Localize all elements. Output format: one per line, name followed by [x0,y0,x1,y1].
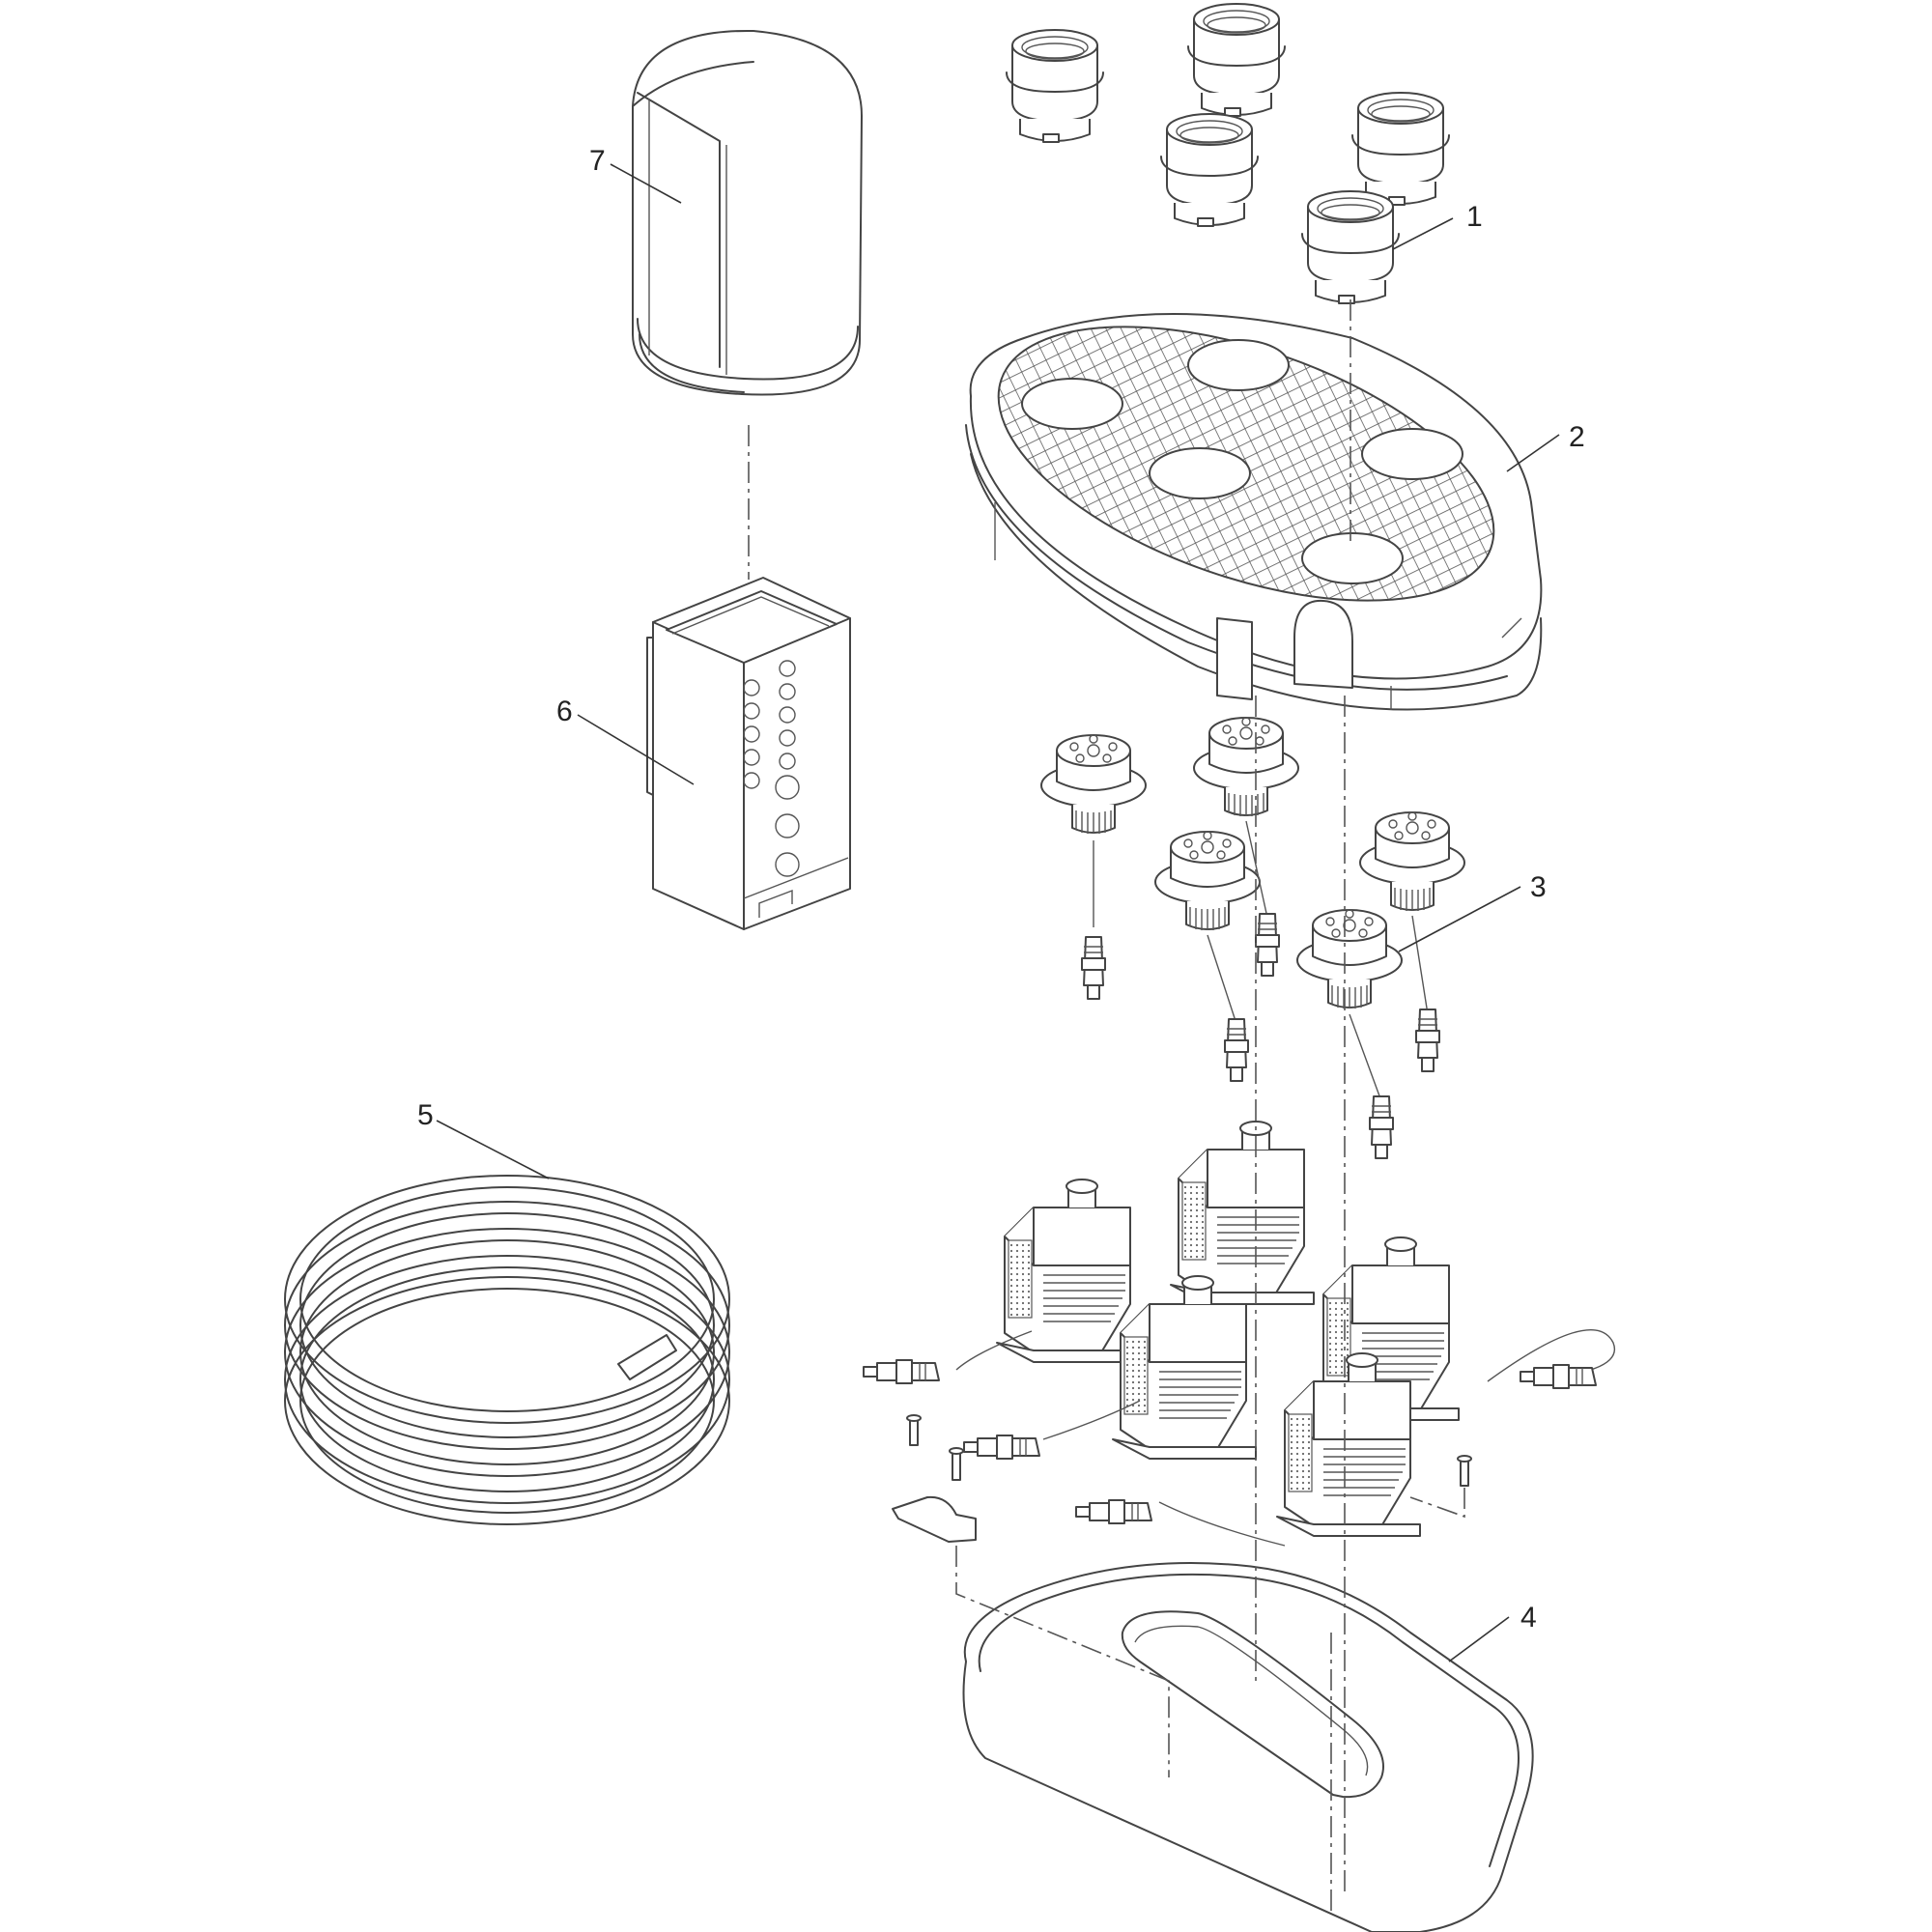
led-light [1040,734,1147,835]
assembly-axis-lines [748,299,1465,1913]
pump-group [863,1121,1615,1547]
terminal-block-left [743,679,760,789]
light-connector-plug [1369,1095,1394,1159]
junction-box [646,577,851,930]
callout-label-3: 3 [1530,871,1547,903]
mounting-hardware [892,1414,1472,1543]
terminal-block-right [779,660,796,770]
pump-power-plug [963,1435,1040,1460]
pump-power-plug [863,1359,940,1384]
led-light [1359,811,1465,912]
led-light [1296,909,1403,1009]
cover-housing [632,29,863,396]
callout-label-4: 4 [1520,1602,1537,1634]
nozzle-cap [1301,190,1400,304]
callout-label-2: 2 [1569,421,1585,453]
nozzle-cap [1187,3,1286,117]
nozzle-cap-group [1006,3,1450,304]
pump-power-plug [1075,1499,1152,1524]
base-plate [962,1562,1534,1932]
pump [996,1179,1141,1363]
pump [1112,1275,1257,1460]
light-connector-plug [1255,913,1280,977]
callout-label-6: 6 [556,696,573,727]
nozzle-cap [1006,29,1104,143]
pump-power-plug [1520,1364,1597,1389]
light-connector-plug [1415,1009,1440,1072]
light-connector-plug [1224,1018,1249,1082]
led-light-group [1040,717,1465,1159]
led-light [1193,717,1299,817]
callout-label-7: 7 [589,145,606,177]
callout-label-5: 5 [417,1099,434,1131]
pump [1276,1352,1421,1537]
mesh-top-plate [965,313,1543,711]
led-light [1154,831,1261,931]
callout-leaders [436,163,1560,1662]
nozzle-cap [1351,92,1450,206]
callout-labels: 1 2 3 4 5 6 7 [417,145,1585,1634]
nozzle-cap [1160,113,1259,227]
light-connector-plug [1081,936,1106,1000]
plate-openings [1021,339,1463,584]
hose-coil [284,1175,730,1525]
callout-label-1: 1 [1466,201,1483,233]
